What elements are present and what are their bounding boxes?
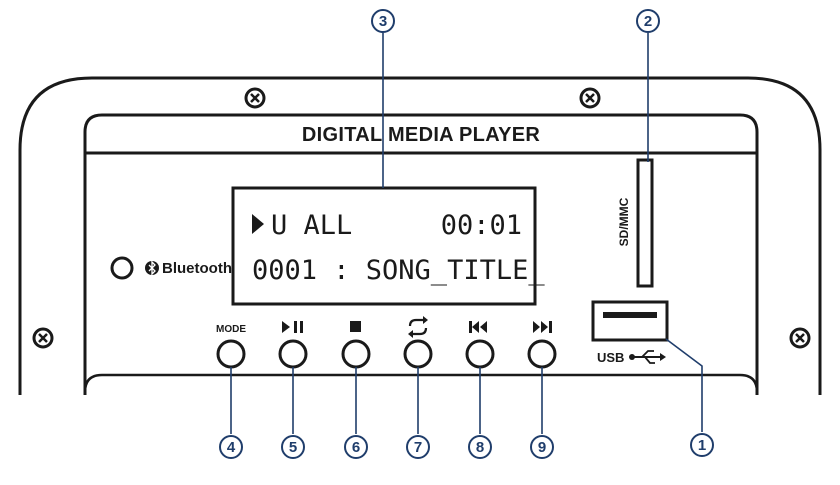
next-icon	[533, 321, 552, 333]
callout-line-1	[665, 338, 703, 432]
svg-text:8: 8	[476, 439, 484, 456]
bluetooth-label: Bluetooth	[162, 260, 232, 277]
lcd-display	[231, 186, 537, 306]
bluetooth-icon	[145, 260, 159, 276]
mode-button-label: MODE	[216, 324, 246, 335]
mode-button[interactable]	[216, 339, 246, 369]
bluetooth-indicator-light	[110, 256, 134, 280]
panel-title: DIGITAL MEDIA PLAYER	[302, 124, 541, 146]
callout-5: 5	[281, 435, 305, 459]
play-indicator-icon	[252, 214, 264, 234]
play-pause-icon	[282, 321, 303, 333]
callout-1: 1	[690, 433, 714, 457]
lcd-mode-text: U ALL	[271, 210, 352, 241]
callout-7: 7	[406, 435, 430, 459]
screw-right	[789, 327, 811, 349]
sd-slot-label: SD/MMC	[617, 197, 631, 246]
repeat-icon	[408, 316, 428, 338]
screw-top-left	[244, 87, 266, 109]
sd-card-slot[interactable]	[636, 158, 654, 288]
play-pause-button[interactable]	[278, 339, 308, 369]
callout-2: 2	[636, 9, 660, 33]
svg-text:2: 2	[644, 13, 652, 30]
svg-text:1: 1	[698, 437, 706, 454]
usb-icon	[629, 350, 666, 364]
callout-4: 4	[219, 435, 243, 459]
svg-text:7: 7	[414, 439, 422, 456]
lcd-track-text: 0001 : SONG_TITLE_	[252, 255, 545, 286]
previous-button[interactable]	[465, 339, 495, 369]
svg-text:4: 4	[227, 439, 236, 456]
stop-button[interactable]	[341, 339, 371, 369]
cabinet-outline	[18, 76, 822, 395]
svg-text:3: 3	[379, 13, 387, 30]
screw-top-right	[579, 87, 601, 109]
callout-9: 9	[530, 435, 554, 459]
callout-6: 6	[344, 435, 368, 459]
repeat-button[interactable]	[403, 339, 433, 369]
screw-left	[32, 327, 54, 349]
previous-icon	[469, 321, 487, 333]
lcd-time-text: 00:01	[441, 210, 522, 241]
inner-panel	[83, 113, 759, 395]
stop-icon	[350, 321, 361, 332]
svg-text:9: 9	[538, 439, 546, 456]
usb-port[interactable]	[591, 300, 669, 342]
next-button[interactable]	[527, 339, 557, 369]
svg-text:6: 6	[352, 439, 360, 456]
callout-3: 3	[371, 9, 395, 33]
svg-text:5: 5	[289, 439, 297, 456]
callout-8: 8	[468, 435, 492, 459]
lower-panel	[83, 373, 759, 395]
usb-label: USB	[597, 350, 624, 365]
